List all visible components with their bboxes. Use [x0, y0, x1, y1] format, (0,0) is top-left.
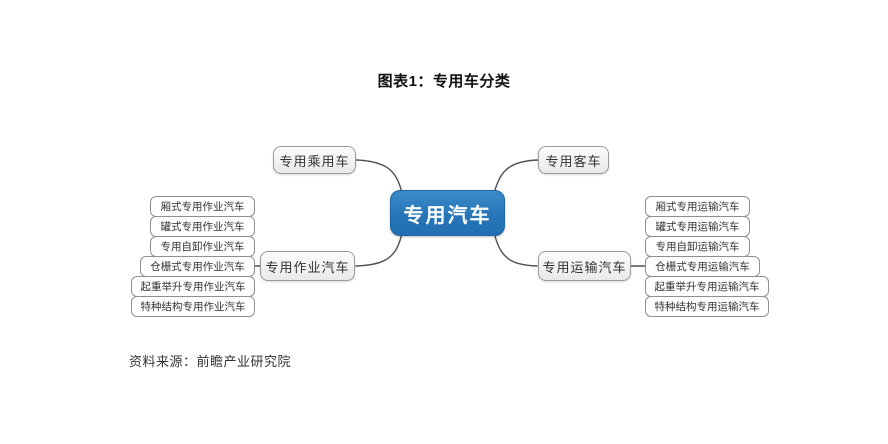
work-subtype-item: 仓栅式专用作业汽车	[140, 256, 255, 277]
center-node: 专用汽车	[390, 190, 505, 236]
work-subtype-item: 专用自卸作业汽车	[150, 236, 255, 257]
source-note: 资料来源：前瞻产业研究院	[129, 354, 292, 369]
branch-node-transport-vehicle: 专用运输汽车	[538, 251, 631, 281]
branch-node-bus: 专用客车	[538, 146, 609, 174]
transport-subtype-item: 特种结构专用运输汽车	[645, 296, 769, 317]
work-subtype-item: 罐式专用作业汽车	[150, 216, 255, 237]
branch-node-work-vehicle: 专用作业汽车	[260, 251, 355, 281]
work-subtype-item: 厢式专用作业汽车	[150, 196, 255, 217]
transport-subtype-item: 起重举升专用运输汽车	[645, 276, 769, 297]
transport-subtype-item: 厢式专用运输汽车	[645, 196, 750, 217]
transport-subtype-item: 专用自卸运输汽车	[645, 236, 750, 257]
transport-subtype-item: 仓栅式专用运输汽车	[645, 256, 760, 277]
work-subtype-item: 特种结构专用作业汽车	[131, 296, 255, 317]
work-subtype-item: 起重举升专用作业汽车	[131, 276, 255, 297]
transport-subtype-item: 罐式专用运输汽车	[645, 216, 750, 237]
figure-title: 图表1：专用车分类	[377, 73, 511, 90]
branch-node-passenger-car: 专用乘用车	[273, 146, 356, 174]
